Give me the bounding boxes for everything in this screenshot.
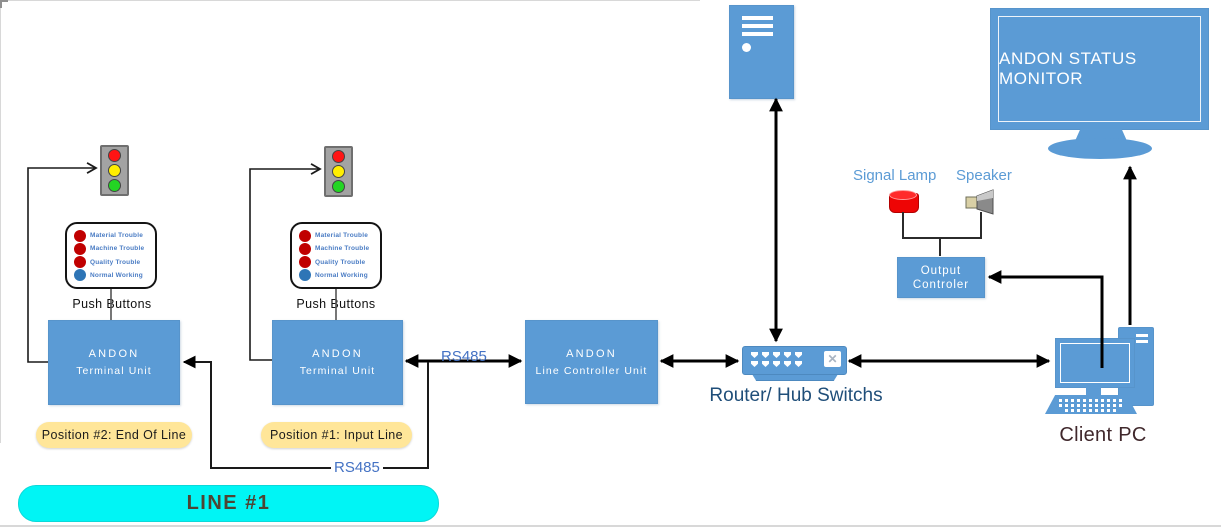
port-icon <box>795 361 802 367</box>
button-label: Machine Trouble <box>90 245 145 253</box>
terminal-title: ANDON <box>88 348 140 360</box>
red-light <box>108 149 121 162</box>
button-label: Quality Trouble <box>90 258 141 266</box>
panel-row: Normal Working <box>74 269 155 282</box>
signal-lamp-label: Signal Lamp <box>853 167 937 184</box>
red-button-icon <box>299 229 311 242</box>
red-button-icon <box>299 242 311 255</box>
line1-banner: LINE #1 <box>18 485 439 522</box>
position1-label-pill: Position #1: Input Line <box>261 422 412 448</box>
button-label: Quality Trouble <box>315 258 366 266</box>
button-label: Machine Trouble <box>315 245 370 253</box>
red-button-icon <box>74 242 86 255</box>
button-label: Material Trouble <box>90 232 144 239</box>
green-light <box>108 179 121 192</box>
pc-monitor-stand <box>1086 385 1101 396</box>
keyboard-keys <box>1059 404 1123 407</box>
crossover-icon: ✕ <box>824 351 841 367</box>
push-button-panel-position1: Material Trouble Machine Trouble Quality… <box>290 222 382 289</box>
monitor-screen-text: ANDON STATUS MONITOR <box>998 16 1201 122</box>
panel-row: Machine Trouble <box>299 242 380 255</box>
port-icon <box>795 352 802 358</box>
yellow-light <box>332 165 345 178</box>
keyboard-keys <box>1065 409 1117 412</box>
push-buttons-label-position2: Push Buttons <box>72 297 152 311</box>
red-button-icon <box>299 256 311 269</box>
andon-line-controller-unit: ANDON Line Controller Unit <box>525 320 658 404</box>
client-pc-label: Client PC <box>1059 424 1147 446</box>
output-controller-box: Output Controler <box>897 257 985 298</box>
output-controller-line2: Controler <box>912 278 970 291</box>
port-icon <box>784 361 791 367</box>
terminal-subtitle: Terminal Unit <box>299 365 376 377</box>
canvas-corner-tick <box>0 0 8 8</box>
server-vent <box>742 16 773 20</box>
port-icon <box>773 352 780 358</box>
andon-terminal-unit-position1: ANDON Terminal Unit <box>272 320 403 405</box>
port-icon <box>762 361 769 367</box>
server-icon <box>729 5 794 99</box>
port-icon <box>773 361 780 367</box>
panel-row: Normal Working <box>299 269 380 282</box>
signal-lamp-icon <box>889 190 919 213</box>
push-buttons-label-position1: Push Buttons <box>296 297 376 311</box>
blue-button-icon <box>299 269 311 282</box>
position2-label-pill: Position #2: End Of Line <box>36 422 192 448</box>
connector-lamp-speaker-outputcontroller <box>902 212 982 256</box>
pc-keyboard-icon <box>1045 395 1137 414</box>
monitor-stand <box>1075 127 1127 141</box>
panel-row: Material Trouble <box>299 229 380 242</box>
rs485-label-mid: RS485 <box>441 348 487 365</box>
button-label: Normal Working <box>90 271 143 279</box>
red-light <box>332 150 345 163</box>
panel-row: Machine Trouble <box>74 242 155 255</box>
button-label: Material Trouble <box>315 232 369 239</box>
router-hub-icon: ✕ <box>742 346 847 375</box>
canvas-top-edge <box>0 0 700 1</box>
red-button-icon <box>74 256 86 269</box>
server-power-led <box>742 43 751 52</box>
speaker-icon <box>965 189 994 215</box>
traffic-light-position2 <box>100 145 129 196</box>
red-button-icon <box>74 229 86 242</box>
terminal-subtitle: Terminal Unit <box>76 365 152 377</box>
button-label: Normal Working <box>315 271 368 279</box>
speaker-label: Speaker <box>956 167 1012 184</box>
port-icon <box>762 352 769 358</box>
panel-row: Quality Trouble <box>299 256 380 269</box>
pc-monitor-icon <box>1055 338 1135 388</box>
yellow-light <box>108 164 121 177</box>
canvas-left-edge <box>0 0 1 443</box>
pc-monitor-screen <box>1060 343 1130 383</box>
controller-subtitle: Line Controller Unit <box>535 364 648 377</box>
server-vent <box>742 24 773 28</box>
port-icon <box>784 352 791 358</box>
terminal-title: ANDON <box>312 348 363 360</box>
push-button-panel-position2: Material Trouble Machine Trouble Quality… <box>65 222 157 289</box>
traffic-light-position1 <box>324 146 353 197</box>
keyboard-keys <box>1059 399 1123 402</box>
panel-row: Quality Trouble <box>74 256 155 269</box>
blue-button-icon <box>74 269 86 282</box>
andon-status-monitor: ANDON STATUS MONITOR <box>990 8 1209 130</box>
server-vent <box>742 32 773 36</box>
green-light <box>332 180 345 193</box>
port-icon <box>751 361 758 367</box>
router-label: Router/ Hub Switchs <box>709 385 883 406</box>
rs485-label-bottom: RS485 <box>331 459 383 476</box>
panel-row: Material Trouble <box>74 229 155 242</box>
monitor-base <box>1048 138 1152 159</box>
canvas-bottom-edge <box>0 525 1221 527</box>
andon-terminal-unit-position2: ANDON Terminal Unit <box>48 320 180 405</box>
port-icon <box>751 352 758 358</box>
tower-slot <box>1136 334 1148 337</box>
tower-slot <box>1136 340 1148 343</box>
output-controller-line1: Output <box>920 264 962 277</box>
controller-title: ANDON <box>566 347 617 360</box>
